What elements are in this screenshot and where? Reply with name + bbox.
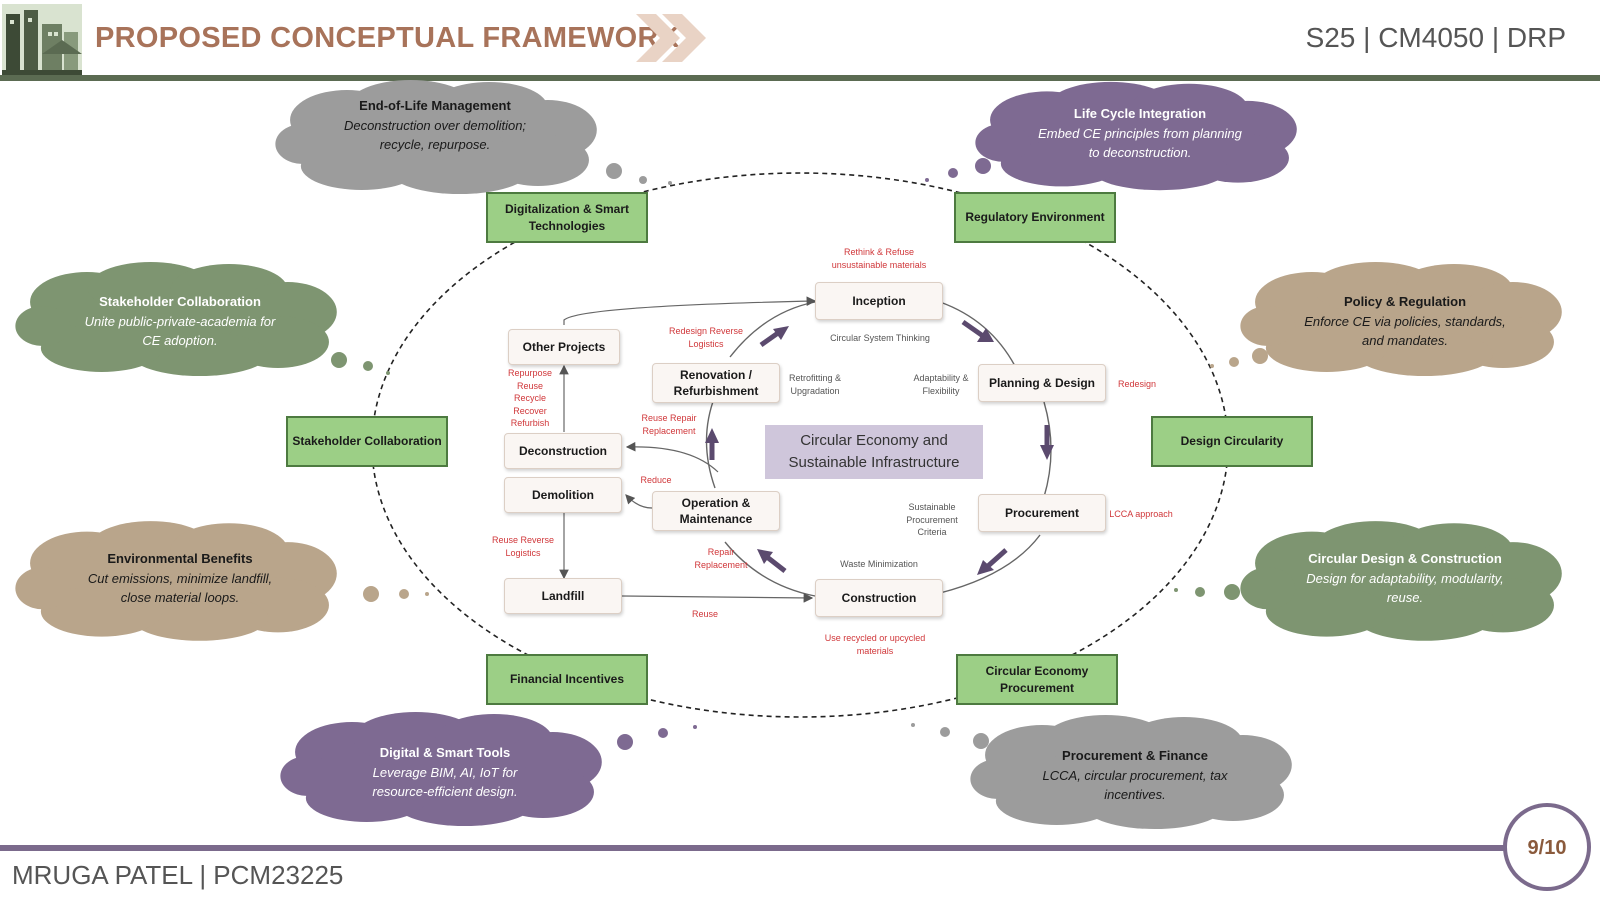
label-repair-replacement: Repair Replacement xyxy=(694,547,748,570)
cloud-text-stakeholder: Stakeholder Collaboration Unite public-p… xyxy=(75,292,285,351)
cloud-text-policy: Policy & Regulation Enforce CE via polic… xyxy=(1300,292,1510,351)
stage-operation: Operation & Maintenance xyxy=(652,491,780,531)
page-title: PROPOSED CONCEPTUAL FRAMEWORK xyxy=(95,22,680,54)
cloud-body: Unite public-private-academia for CE ado… xyxy=(84,313,276,349)
stage-landfill: Landfill xyxy=(504,578,622,614)
cloud-title: Life Cycle Integration xyxy=(1073,106,1207,121)
course-code: S25 | CM4050 | DRP xyxy=(1305,22,1566,53)
label-redesign-rl: Redesign Reverse Logistics xyxy=(668,326,744,349)
label-lcca: LCCA approach xyxy=(1109,509,1173,519)
stage-demolition: Demolition xyxy=(504,477,622,513)
cloud-text-lci: Life Cycle Integration Embed CE principl… xyxy=(1035,104,1245,163)
label-recycled: Use recycled or upcycled materials xyxy=(824,633,926,656)
cloud-text-digital: Digital & Smart Tools Leverage BIM, AI, … xyxy=(345,743,545,802)
stage-deconstruction: Deconstruction xyxy=(504,433,622,469)
stage-procurement: Procurement xyxy=(978,494,1106,532)
header-divider xyxy=(0,75,1600,81)
label-redesign: Redesign xyxy=(1117,379,1157,389)
label-adapt: Adaptability & Flexibility xyxy=(913,373,969,396)
label-reuse: Reuse xyxy=(691,609,718,619)
label-circular-thinking: Circular System Thinking xyxy=(830,333,930,343)
author-name: MRUGA PATEL | PCM23225 xyxy=(12,860,344,890)
page-number-badge: 9/10 xyxy=(1503,803,1591,891)
pillar-stakeholder: Stakeholder Collaboration xyxy=(286,416,448,467)
cloud-body: Embed CE principles from planning to dec… xyxy=(1038,125,1242,161)
center-concept: Circular Economy and Sustainable Infrast… xyxy=(765,425,983,479)
stage-renovation: Renovation / Refurbishment xyxy=(652,363,780,403)
cloud-text-pf: Procurement & Finance LCCA, circular pro… xyxy=(1035,746,1235,805)
cloud-title: Circular Design & Construction xyxy=(1308,551,1502,566)
label-rrr: Reuse Repair Replacement xyxy=(641,413,697,436)
cloud-body: LCCA, circular procurement, tax incentiv… xyxy=(1042,767,1228,803)
pillar-financial: Financial Incentives xyxy=(486,654,648,705)
cloud-body: Deconstruction over demolition; recycle,… xyxy=(343,117,527,153)
logo-icon xyxy=(2,4,82,76)
cloud-text-eol: End-of-Life Management Deconstruction ov… xyxy=(330,96,540,155)
stage-construction: Construction xyxy=(815,579,943,617)
pillar-design: Design Circularity xyxy=(1151,416,1313,467)
pillar-procurement: Circular Economy Procurement xyxy=(956,654,1118,705)
pillar-digitalization: Digitalization & Smart Technologies xyxy=(486,192,648,243)
label-reduce: Reduce xyxy=(640,475,672,485)
cloud-body: Design for adaptability, modularity, reu… xyxy=(1306,570,1504,606)
cloud-body: Enforce CE via policies, standards, and … xyxy=(1304,313,1506,349)
cloud-body: Cut emissions, minimize landfill, close … xyxy=(87,570,273,606)
label-repurpose: Repurpose Reuse Recycle Recover Refurbis… xyxy=(507,368,553,429)
label-waste: Waste Minimization xyxy=(840,559,918,569)
cloud-title: Environmental Benefits xyxy=(107,551,253,566)
cloud-title: End-of-Life Management xyxy=(359,98,511,113)
stage-inception: Inception xyxy=(815,282,943,320)
pillar-regulatory: Regulatory Environment xyxy=(954,192,1116,243)
page-number: 9/10 xyxy=(1527,837,1567,859)
label-spc: Sustainable Procurement Criteria xyxy=(906,502,958,538)
cloud-title: Procurement & Finance xyxy=(1062,748,1208,763)
label-rethink: Rethink & Refuse unsustainable materials xyxy=(831,247,927,270)
cloud-title: Policy & Regulation xyxy=(1343,294,1467,309)
cloud-text-cdc: Circular Design & Construction Design fo… xyxy=(1305,549,1505,608)
label-retrofit: Retrofitting & Upgradation xyxy=(788,373,842,396)
stage-other-projects: Other Projects xyxy=(508,329,620,365)
label-reuse-rl: Reuse Reverse Logistics xyxy=(491,535,555,558)
footer-divider xyxy=(0,845,1510,851)
cloud-title: Stakeholder Collaboration xyxy=(99,294,261,309)
cloud-title: Digital & Smart Tools xyxy=(379,745,511,760)
cloud-text-env: Environmental Benefits Cut emissions, mi… xyxy=(85,549,275,608)
cloud-body: Leverage BIM, AI, IoT for resource-effic… xyxy=(372,764,518,800)
stage-planning: Planning & Design xyxy=(978,364,1106,402)
chevron-arrows-icon xyxy=(636,12,706,64)
